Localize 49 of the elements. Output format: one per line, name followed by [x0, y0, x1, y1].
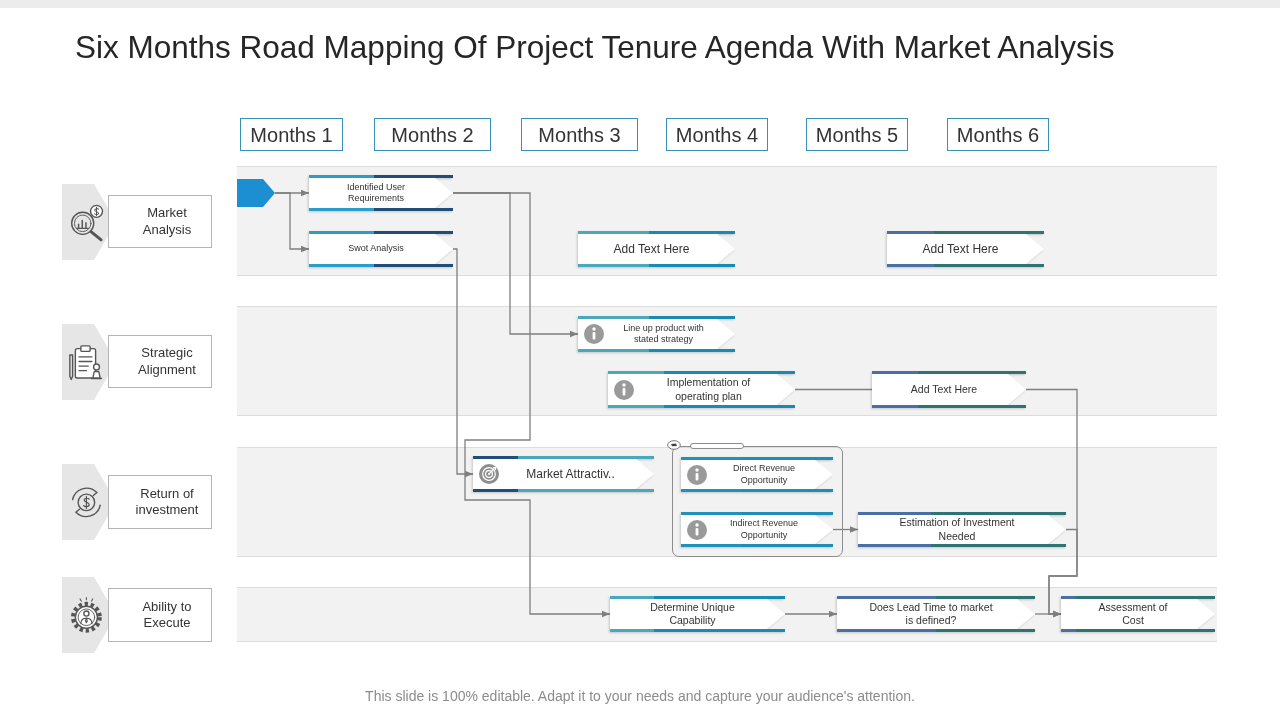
- task-text: Indirect Revenue Opportunity: [728, 518, 799, 541]
- lane-label: Return of investment: [108, 475, 212, 529]
- task-text: Determine Unique Capability: [649, 600, 736, 628]
- lane-label: Market Analysis: [108, 195, 212, 248]
- task-text: Estimation of Investment Needed: [898, 516, 1016, 543]
- task-box: [610, 596, 785, 632]
- task-text: Identified User Requirements: [346, 181, 406, 205]
- task-text: Add Text Here: [910, 382, 978, 397]
- task-text: Line up product with stated strategy: [622, 322, 705, 346]
- task-text: Swot Analysis: [348, 243, 404, 255]
- arrow: [1034, 610, 1062, 618]
- task-text: Assessment of Cost: [1097, 600, 1169, 628]
- group-frame: [672, 446, 843, 557]
- task-text: Direct Revenue Opportunity: [732, 463, 796, 486]
- start-marker: [237, 179, 275, 207]
- month-header: Months 6: [947, 118, 1049, 151]
- task-box: [309, 175, 453, 211]
- task-text: Implementation of operating plan: [665, 376, 752, 403]
- task-box: [837, 596, 1035, 632]
- task-box: [578, 231, 735, 267]
- task-box: [887, 231, 1044, 267]
- month-header: Months 4: [666, 118, 768, 151]
- task-box: [578, 316, 735, 352]
- task-box: [473, 456, 654, 492]
- task-box: [872, 371, 1026, 408]
- month-header: Months 5: [806, 118, 908, 151]
- connector-line: [794, 388, 873, 391]
- task-box: [858, 512, 1066, 547]
- task-text: Market Attractiv..: [526, 466, 615, 482]
- task-box: [1061, 596, 1215, 632]
- arrow: [452, 192, 611, 618]
- month-header: Months 3: [521, 118, 638, 151]
- month-header: Months 1: [240, 118, 343, 151]
- task-box: [608, 371, 795, 408]
- arrow: [274, 192, 310, 253]
- month-header: Months 2: [374, 118, 491, 151]
- lane-label: Strategic Alignment: [108, 335, 212, 388]
- arrow: [452, 248, 474, 478]
- lane-label: Ability to Execute: [108, 588, 212, 642]
- arrow: [784, 610, 838, 618]
- task-text: Add Text Here: [922, 241, 999, 257]
- title: Six Months Road Mapping Of Project Tenure Agenda With Market Analysis: [75, 29, 1115, 67]
- task-box: [309, 231, 453, 267]
- task-text: Does Lead Time to market is defined?: [868, 600, 994, 628]
- caption: This slide is 100% editable. Adapt it to your needs and capture your audience's attention.: [365, 688, 915, 704]
- task-box: [681, 512, 833, 547]
- task-box: [681, 457, 833, 492]
- arrow: [832, 526, 859, 533]
- task-text: Add Text Here: [613, 241, 690, 257]
